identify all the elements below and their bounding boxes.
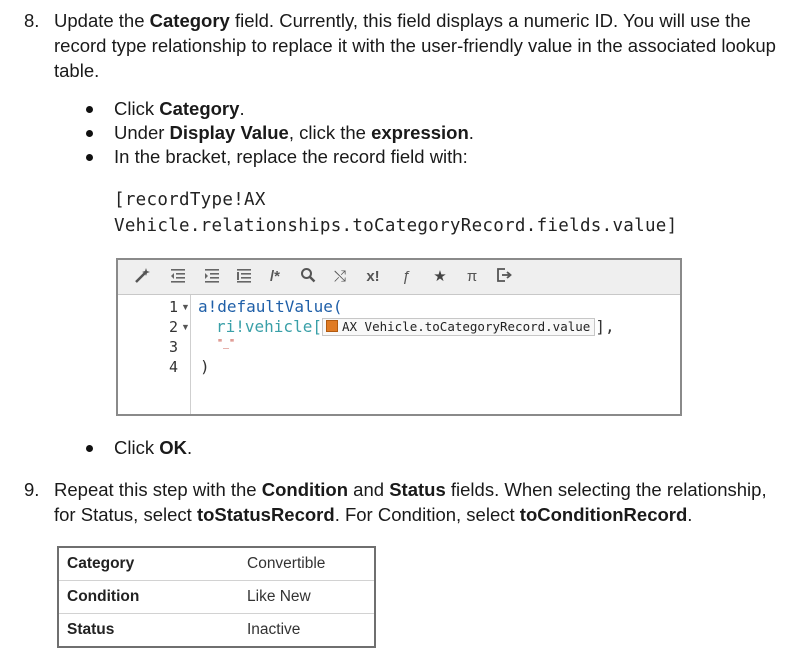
line-number: 3 [168,338,178,356]
indent-icon[interactable] [202,267,222,287]
star-icon[interactable]: ★ [433,268,447,285]
bullet-icon [86,445,93,452]
field-value: Inactive [247,613,375,647]
list-icon[interactable] [234,267,254,287]
table-row: Category Convertible [58,547,375,581]
step-number: 8. [24,10,40,31]
step-9-text: Repeat this step with the Condition and … [54,479,767,525]
code-line-4: ) [200,357,210,376]
export-icon[interactable] [494,267,514,287]
fold-arrow-icon[interactable]: ▼ [181,302,190,312]
bullet-icon [86,130,93,137]
comment-icon[interactable]: /* [269,268,280,285]
test-icon[interactable]: x! [366,268,380,285]
record-type-icon [325,320,338,332]
field-name: Condition [58,580,247,614]
step-8-text: Update the Category field. Currently, th… [54,10,776,81]
table-row: Condition Like New [58,580,375,614]
editor-toolbar: /* ⤭ x! ƒ ★ π [118,260,680,295]
bullet-icon [86,154,93,161]
code-snippet: [recordType!AX Vehicle.relationships.toC… [114,190,678,236]
search-icon[interactable] [298,267,318,287]
table-row: Status Inactive [58,613,375,647]
step-number: 9. [24,479,40,500]
fold-arrow-icon[interactable]: ▼ [181,322,190,332]
expression-editor[interactable]: /* ⤭ x! ƒ ★ π 1 ▼ 2 ▼ 3 4 a!defaultValue… [116,258,682,416]
code-line-3: "_" [217,338,236,349]
record-reference-chip[interactable]: AX Vehicle.toCategoryRecord.value [321,318,596,336]
field-value: Like New [247,580,375,614]
code-line-2: ri!vehicle[AX Vehicle.toCategoryRecord.v… [216,317,615,336]
field-name: Status [58,613,247,647]
shuffle-icon[interactable]: ⤭ [333,268,346,285]
bullet-icon [86,106,93,113]
code-line-1: a!defaultValue( [198,297,343,316]
outdent-icon[interactable] [168,267,188,287]
pi-icon[interactable]: π [466,268,478,285]
function-icon[interactable]: ƒ [401,268,411,285]
line-number: 2 [168,318,178,336]
magic-wand-icon[interactable] [132,267,152,287]
field-value: Convertible [247,555,326,572]
field-name: Category [67,555,135,572]
field-values-table: Category Convertible Condition Like New … [57,546,376,648]
line-number-gutter: 1 ▼ 2 ▼ 3 4 [118,295,191,414]
line-number: 1 [168,298,178,316]
line-number: 4 [168,358,178,376]
